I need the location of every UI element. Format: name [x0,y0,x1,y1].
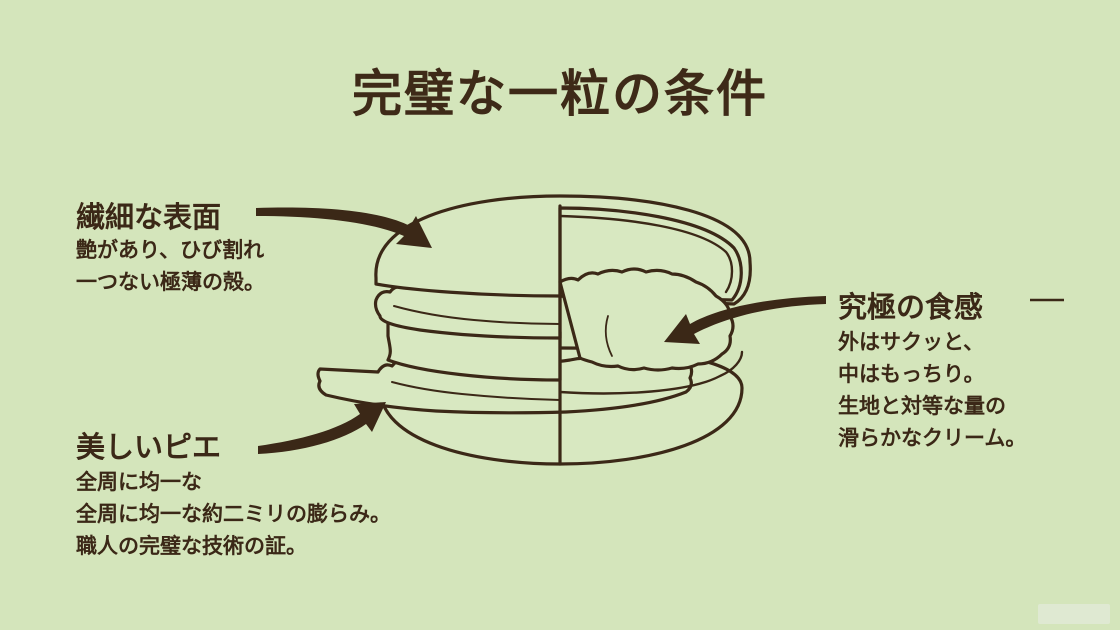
label-surface-line: 一つない極薄の殻。 [76,270,265,294]
label-texture-line: 外はサクッと、 [838,330,985,354]
page-title: 完璧な一粒の条件 [352,64,768,123]
arrow-surface [256,207,432,248]
arrow-texture [664,296,826,344]
label-texture-heading: 究極の食感 [838,290,984,324]
watermark-patch [1038,604,1110,624]
label-texture-text: 外はサクッと、 中はもっちり。 生地と対等な量の 滑らかなクリーム。 [838,326,1026,454]
label-texture-line: 滑らかなクリーム。 [838,426,1027,450]
arrow-pied [258,402,386,454]
label-surface-line: 艶があり、ひび割れ [76,238,265,262]
label-texture-line: 中はもっちり。 [838,362,985,386]
label-texture-line: 生地と対等な量の [838,394,1006,418]
label-pied-heading: 美しいピエ [76,430,222,464]
label-pied-line: 全周に均一な約二ミリの膨らみ。 [76,502,391,526]
label-surface-heading: 繊細な表面 [76,200,222,234]
label-pied-text: 全周に均一な 全周に均一な約二ミリの膨らみ。 職人の完璧な技術の証。 [76,466,391,562]
label-surface-text: 艶があり、ひび割れ 一つない極薄の殻。 [76,234,265,298]
label-pied-line: 職人の完璧な技術の証。 [76,534,307,558]
label-pied-line: 全周に均一な [76,470,202,494]
